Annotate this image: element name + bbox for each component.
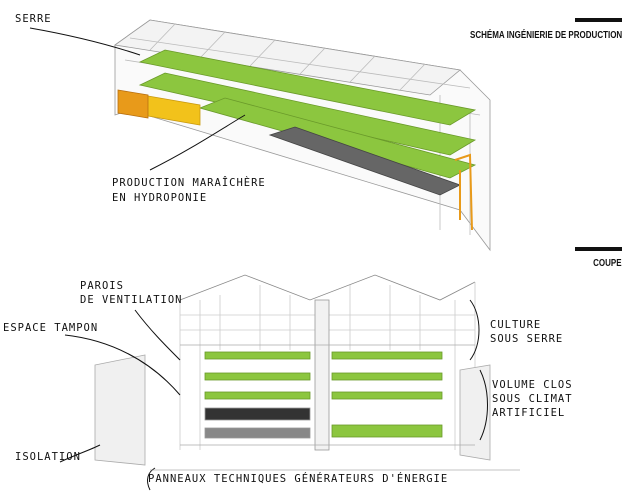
section-title: COUPE	[593, 258, 622, 269]
label-espace-tampon: ESPACE TAMPON	[3, 322, 99, 334]
right-wall	[459, 364, 491, 461]
roof	[179, 274, 476, 301]
header-rule	[575, 18, 622, 22]
label-volume-2: SOUS CLIMAT	[492, 393, 573, 405]
label-volume-3: ARTIFICIEL	[492, 407, 566, 419]
tray-3l	[204, 391, 311, 400]
dark-floor	[204, 407, 311, 421]
tray-2l	[204, 372, 311, 381]
header-title: SCHÉMA INGÉNIERIE DE PRODUCTION	[469, 30, 622, 41]
section-rule	[575, 247, 622, 251]
tray-2r	[331, 372, 443, 381]
left-wall	[94, 354, 146, 466]
label-culture-1: CULTURE	[490, 319, 542, 331]
label-parois-2: DE VENTILATION	[80, 294, 183, 306]
label-parois-1: PAROIS	[80, 280, 124, 292]
tray-1l	[204, 351, 311, 360]
tray-4r	[331, 424, 443, 438]
orange-volume	[117, 89, 149, 119]
tray-3r	[331, 391, 443, 400]
label-isolation: ISOLATION	[15, 451, 81, 463]
section-view	[94, 274, 491, 466]
isometric-greenhouse	[113, 19, 491, 252]
label-culture-2: SOUS SERRE	[490, 333, 564, 345]
tray-1r	[331, 351, 443, 360]
green-floor-1	[138, 49, 477, 126]
grey-floor-2	[204, 427, 311, 439]
orange-crane	[454, 153, 473, 231]
label-serre: SERRE	[15, 13, 52, 25]
label-volume-1: VOLUME CLOS	[492, 379, 573, 391]
label-panneaux: PANNEAUX TECHNIQUES GÉNÉRATEURS D'ÉNERGI…	[148, 473, 449, 485]
label-production-1: PRODUCTION MARAÎCHÈRE	[112, 177, 266, 189]
label-production-2: EN HYDROPONIE	[112, 192, 208, 204]
